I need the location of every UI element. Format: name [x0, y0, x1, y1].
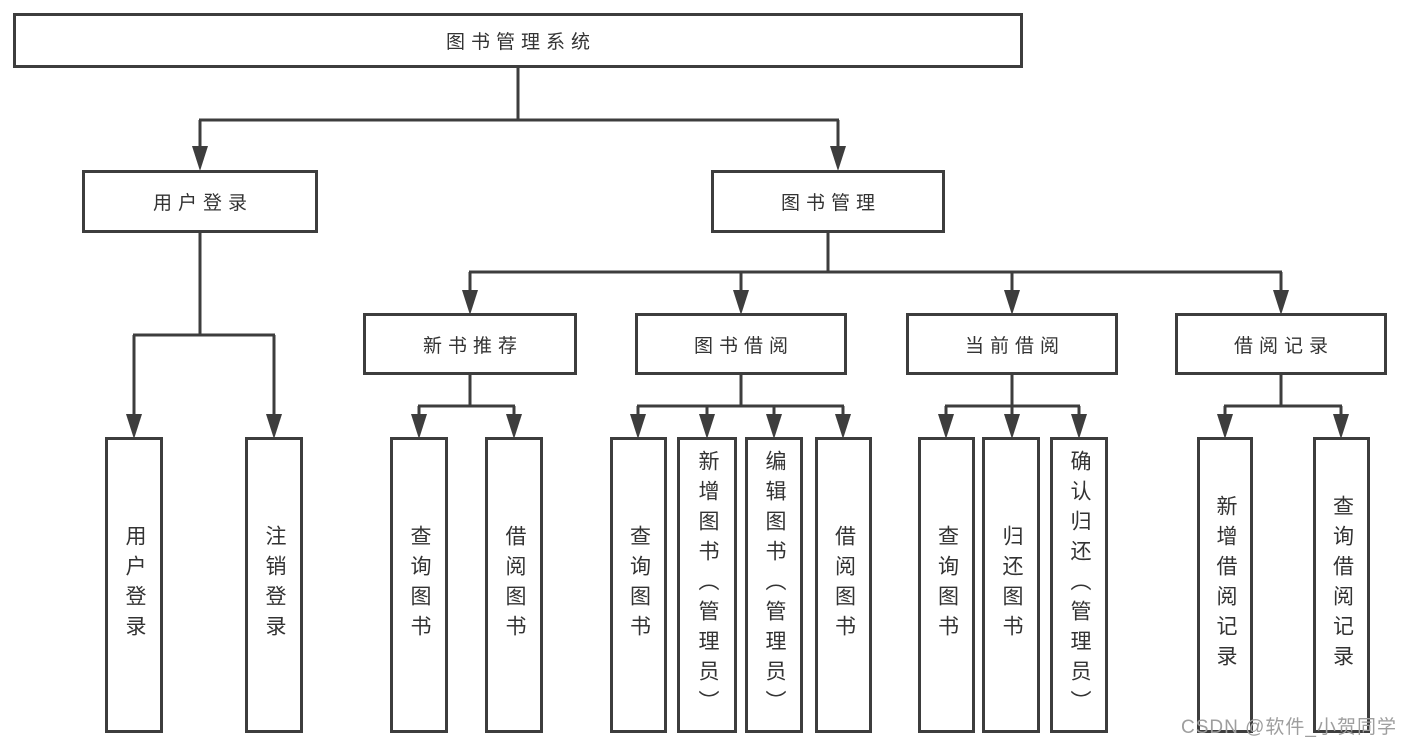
connector-book-management-group	[468, 233, 1283, 292]
node-confirm-return-admin: 确认归还（管理员）	[1050, 437, 1108, 733]
node-add-borrow-record: 新增借阅记录	[1197, 437, 1253, 733]
arrow-down-icon	[835, 414, 851, 439]
arrow-down-icon	[699, 414, 715, 439]
node-label: 当前借阅	[964, 335, 1065, 357]
node-new-book-recommendation: 新书推荐	[363, 313, 577, 375]
node-return-books: 归还图书	[982, 437, 1040, 733]
arrow-down-icon	[266, 414, 282, 439]
node-label: 新增借阅记录	[1214, 495, 1237, 675]
node-user-login: 用户登录	[105, 437, 163, 733]
connector-user-login-group	[132, 233, 276, 416]
arrow-down-icon	[126, 414, 142, 439]
node-label: 查询图书	[408, 525, 431, 645]
connector-book-borrowing-group	[636, 375, 845, 416]
arrow-down-icon	[192, 146, 208, 171]
arrow-down-icon	[1004, 290, 1020, 315]
node-label: 借阅记录	[1233, 335, 1334, 357]
node-library-management-system: 图书管理系统	[13, 13, 1023, 68]
node-current-borrowing: 当前借阅	[906, 313, 1118, 375]
node-logout: 注销登录	[245, 437, 303, 733]
arrow-down-icon	[938, 414, 954, 439]
node-label: 用户登录	[152, 193, 253, 214]
node-label: 借阅图书	[503, 525, 526, 645]
node-add-book-admin: 新增图书（管理员）	[677, 437, 737, 733]
arrow-down-icon	[1004, 414, 1020, 439]
node-query-books-current: 查询图书	[918, 437, 975, 733]
node-borrowing-records: 借阅记录	[1175, 313, 1387, 375]
arrow-down-icon	[411, 414, 427, 439]
node-label: 注销登录	[263, 525, 286, 645]
node-book-management: 图书管理	[711, 170, 945, 233]
arrow-down-icon	[1217, 414, 1233, 439]
node-user-login-group: 用户登录	[82, 170, 318, 233]
node-query-books-borrow: 查询图书	[610, 437, 667, 733]
arrow-down-icon	[462, 290, 478, 315]
node-query-borrow-record: 查询借阅记录	[1313, 437, 1370, 733]
node-book-borrowing: 图书借阅	[635, 313, 847, 375]
node-label: 查询借阅记录	[1330, 495, 1354, 675]
arrow-down-icon	[733, 290, 749, 315]
arrow-down-icon	[830, 146, 846, 171]
arrow-down-icon	[1273, 290, 1289, 315]
node-label: 查询图书	[935, 525, 959, 645]
arrow-down-icon	[1071, 414, 1087, 439]
node-label: 图书借阅	[693, 335, 794, 357]
arrow-down-icon	[630, 414, 646, 439]
connector-current-borrowing-group	[944, 375, 1081, 416]
arrow-down-icon	[506, 414, 522, 439]
node-label: 归还图书	[1000, 525, 1023, 645]
node-label: 借阅图书	[832, 525, 856, 645]
node-label: 查询图书	[627, 525, 651, 645]
node-label: 确认归还（管理员）	[1068, 450, 1091, 720]
node-borrow-books-rec: 借阅图书	[485, 437, 543, 733]
node-label: 编辑图书（管理员）	[763, 450, 786, 720]
node-label: 新书推荐	[422, 335, 523, 357]
connector-new-book-rec-group	[417, 375, 516, 416]
arrow-down-icon	[766, 414, 782, 439]
node-borrow-books: 借阅图书	[815, 437, 872, 733]
connector-root-to-level2	[198, 68, 840, 148]
node-query-books-rec: 查询图书	[390, 437, 448, 733]
node-label: 新增图书（管理员）	[696, 450, 719, 720]
node-edit-book-admin: 编辑图书（管理员）	[745, 437, 803, 733]
node-label: 图书管理	[780, 193, 881, 214]
node-label: 图书管理系统	[445, 32, 596, 53]
node-label: 用户登录	[123, 525, 146, 645]
connector-borrowing-records-group	[1223, 375, 1343, 416]
watermark: CSDN @软件_小贺同学	[1181, 717, 1397, 738]
arrow-down-icon	[1333, 414, 1349, 439]
arrowheads	[126, 146, 1349, 439]
